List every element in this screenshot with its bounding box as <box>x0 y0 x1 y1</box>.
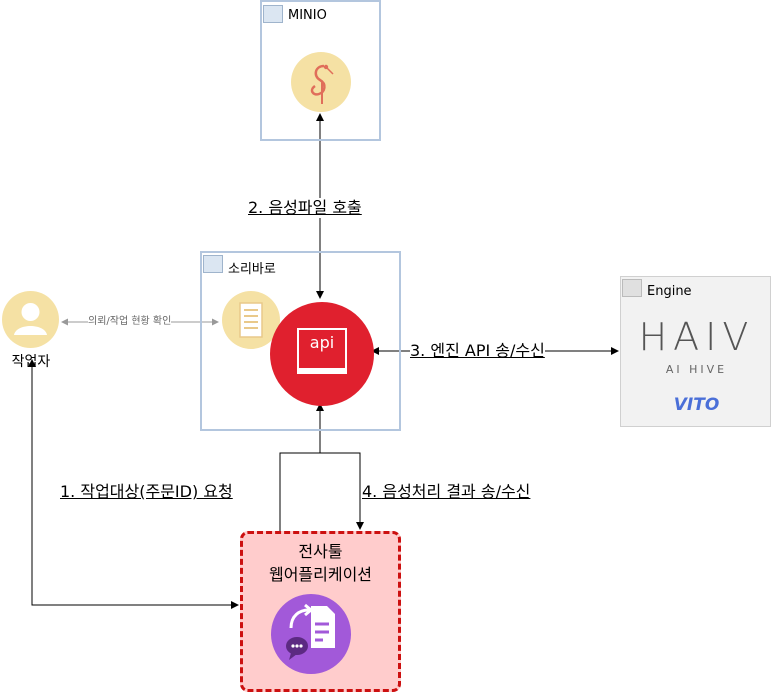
edge-worker-tool <box>28 359 239 609</box>
edge-label-worker-soribaro: 의뢰/작업 현황 확인 <box>88 316 172 328</box>
soribaro-label: 소리바로 <box>228 262 276 277</box>
engine-container: Engine HAIV AI HIVE VITO <box>620 276 771 427</box>
minio-label: MINIO <box>288 8 327 23</box>
server-icon <box>222 291 280 349</box>
edge-label-4: 4. 음성처리 결과 송/수신 <box>362 482 531 502</box>
soribaro-container: 소리바로 api <box>200 251 401 431</box>
haiv-subtitle: AI HIVE <box>665 363 728 376</box>
vito-logo: VITO <box>673 395 720 415</box>
document-chat-icon <box>271 594 351 674</box>
soribaro-group-icon <box>203 255 223 273</box>
engine-label: Engine <box>647 284 692 299</box>
api-label: api <box>309 333 335 352</box>
tool-title-line2: 웹어플리케이션 <box>268 565 373 584</box>
edge-label-3: 3. 엔진 API 송/수신 <box>410 341 545 361</box>
edge-label-2: 2. 음성파일 호출 <box>248 198 362 218</box>
edge-label-1: 1. 작업대상(주문ID) 요청 <box>60 482 233 502</box>
api-icon: api <box>270 302 374 406</box>
transcription-tool-container: 전사툴 웹어플리케이션 <box>240 531 401 692</box>
worker-label: 작업자 <box>11 354 51 370</box>
tool-title-line1: 전사툴 <box>298 542 343 561</box>
worker-person-icon <box>2 291 59 348</box>
edge-api-tool <box>320 452 364 530</box>
haiv-logo: HAIV <box>638 315 755 359</box>
edge-tool-api <box>279 403 324 531</box>
minio-container: MINIO <box>260 0 381 141</box>
engine-group-icon <box>622 279 642 297</box>
minio-flamingo-icon <box>291 52 351 112</box>
minio-group-icon <box>263 5 283 23</box>
